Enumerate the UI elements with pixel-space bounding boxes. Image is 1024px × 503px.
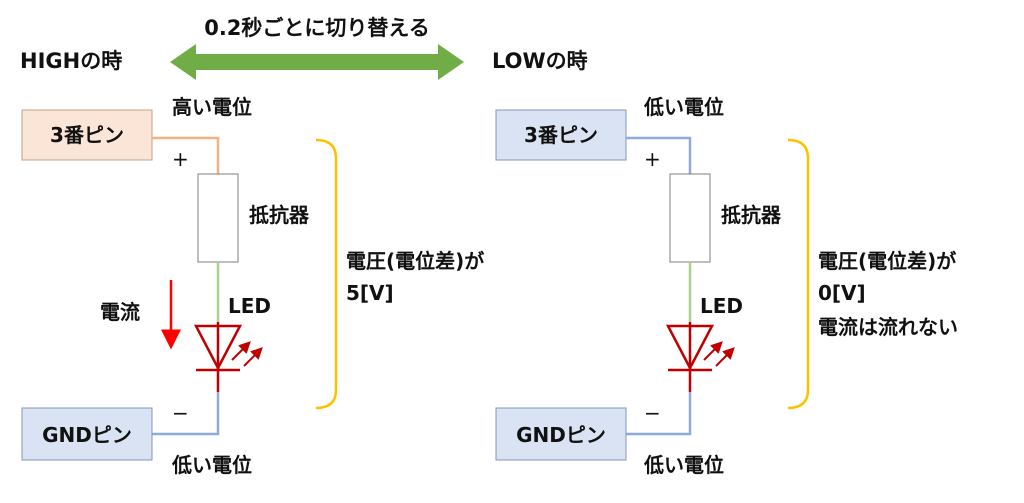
plus-sign-low: + xyxy=(644,147,661,171)
current-label: 電流 xyxy=(100,300,140,324)
state-label-high: HIGHの時 xyxy=(20,49,122,73)
voltage-label-high-2: 5[V] xyxy=(346,281,394,305)
led-symbol-low xyxy=(665,322,735,392)
led-label-low: LED xyxy=(700,294,743,318)
resistor-high xyxy=(197,173,239,263)
minus-sign-high: − xyxy=(172,401,189,425)
bottom-potential-high: 低い電位 xyxy=(171,453,252,477)
minus-sign-low: − xyxy=(644,401,661,425)
switch-label: 0.2秒ごとに切り替える xyxy=(204,16,430,40)
pin-box-low xyxy=(495,109,627,161)
resistor-label-high: 抵抗器 xyxy=(249,203,310,227)
led-label-high: LED xyxy=(228,294,271,318)
voltage-label-high-1: 電圧(電位差)が xyxy=(346,249,484,273)
pin-box-high xyxy=(21,109,153,161)
bottom-wire-high xyxy=(152,392,220,436)
resistor-label-low: 抵抗器 xyxy=(721,203,782,227)
gnd-box-high xyxy=(21,407,153,461)
pin-label-high: 3番ピン xyxy=(50,123,124,147)
led-symbol-high xyxy=(193,322,263,392)
resistor-low xyxy=(669,173,711,263)
switch-double-arrow xyxy=(170,44,464,80)
top-potential-high: 高い電位 xyxy=(172,95,252,119)
pin-label-low: 3番ピン xyxy=(524,123,598,147)
top-wire-high xyxy=(152,136,220,174)
top-wire-low xyxy=(626,136,692,174)
state-label-low: LOWの時 xyxy=(492,49,588,73)
voltage-label-low-1: 電圧(電位差)が xyxy=(818,249,956,273)
voltage-bracket-high xyxy=(315,138,338,410)
current-note-low: 電流は流れない xyxy=(818,315,958,339)
bottom-potential-low: 低い電位 xyxy=(643,453,724,477)
gnd-label-high: GNDピン xyxy=(42,423,132,447)
panel-high: HIGHの時 高い電位 3番ピン + 抵抗器 LED − GNDピン 低い電位 … xyxy=(20,49,484,477)
voltage-bracket-low xyxy=(787,138,810,410)
voltage-label-low-2: 0[V] xyxy=(818,281,866,305)
gnd-box-low xyxy=(495,407,627,461)
bottom-wire-low xyxy=(626,392,692,436)
plus-sign-high: + xyxy=(172,147,189,171)
panel-low: LOWの時 低い電位 3番ピン + 抵抗器 LED − GNDピン 低い電位 電… xyxy=(492,49,958,477)
gnd-label-low: GNDピン xyxy=(516,423,606,447)
top-potential-low: 低い電位 xyxy=(643,95,724,119)
